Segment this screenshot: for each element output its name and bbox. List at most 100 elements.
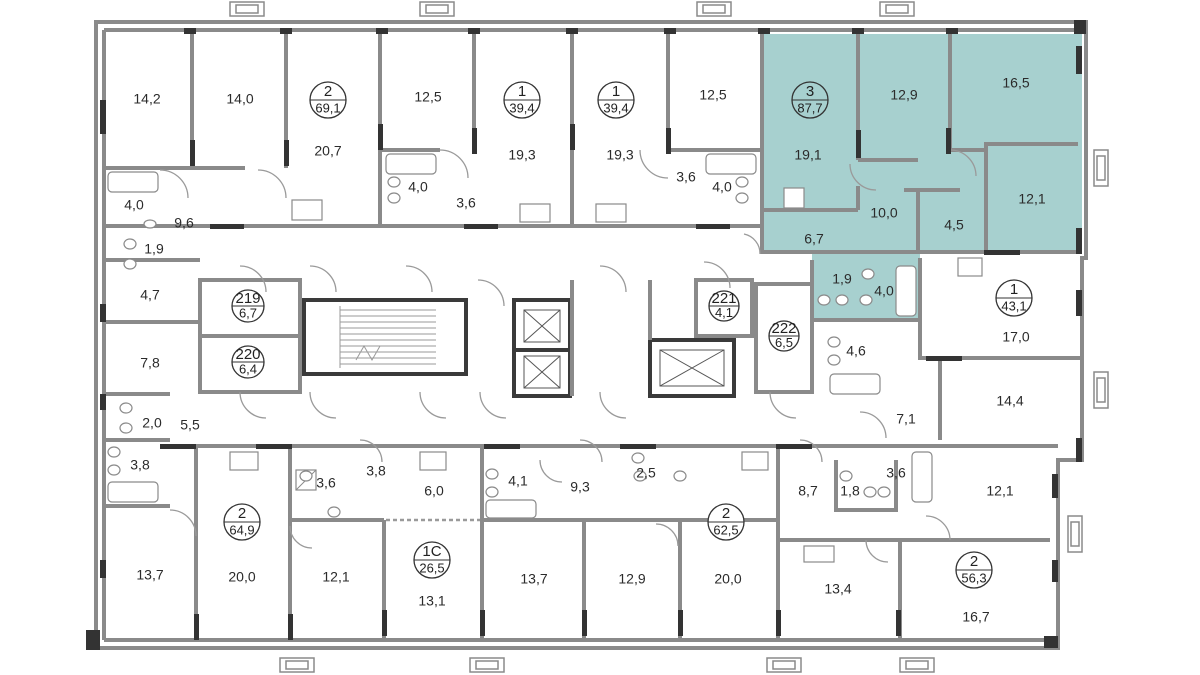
room-area-label: 12,5 <box>414 89 441 105</box>
room-area-label: 12,9 <box>890 87 917 103</box>
room-area-label: 13,1 <box>418 593 445 609</box>
door <box>419 391 447 419</box>
window <box>1096 155 1106 181</box>
door <box>769 391 797 419</box>
room-area-label: 19,3 <box>508 147 535 163</box>
apartment-marker[interactable]: 264,9 <box>223 503 261 541</box>
door <box>359 439 383 463</box>
door <box>799 439 823 463</box>
highlight-region <box>762 34 1082 320</box>
apartment-marker[interactable]: 262,5 <box>707 503 745 541</box>
elevator-shaft-3 <box>648 338 736 398</box>
toilet <box>735 192 749 204</box>
toilet <box>485 486 499 498</box>
wall-posts <box>86 20 1086 650</box>
toilet <box>299 470 313 482</box>
bathtub <box>895 265 917 317</box>
room-area-label: 4,0 <box>874 283 894 299</box>
apartment-rooms: 221 <box>711 290 736 307</box>
apartment-area: 6,4 <box>239 361 257 376</box>
apartment-rooms: 2 <box>970 553 978 570</box>
window <box>235 4 259 14</box>
apartment-marker[interactable]: 387,7 <box>791 81 829 119</box>
room-area-label: 4,1 <box>508 473 528 489</box>
apartment-rooms: 1 <box>518 83 526 100</box>
room-area-label: 9,6 <box>174 215 194 231</box>
room-area-label: 3,6 <box>456 195 476 211</box>
kitchen-sink <box>741 451 769 471</box>
toilet <box>123 258 137 270</box>
window <box>1096 377 1106 403</box>
window <box>425 4 449 14</box>
kitchen-sink <box>783 187 805 209</box>
fixtures <box>107 153 983 563</box>
room-area-label: 20,7 <box>314 143 341 159</box>
toilet <box>119 422 133 434</box>
bathtub <box>107 481 159 503</box>
room-area-label: 20,0 <box>714 571 741 587</box>
apartment-rooms: 1 <box>612 83 620 100</box>
door <box>477 279 505 307</box>
room-area-label: 3,6 <box>886 465 906 481</box>
door <box>849 163 877 191</box>
room-area-label: 4,7 <box>140 287 160 303</box>
room-area-label: 8,7 <box>798 483 818 499</box>
door <box>865 539 889 563</box>
kitchen-sink <box>957 257 983 277</box>
room-area-label: 12,9 <box>618 571 645 587</box>
storage-219-220-walls <box>198 278 302 394</box>
room-area-label: 4,0 <box>124 197 144 213</box>
room-area-label: 4,5 <box>944 217 964 233</box>
toilet <box>387 192 401 204</box>
window <box>475 660 499 670</box>
door <box>599 265 627 293</box>
toilet <box>119 402 133 414</box>
kitchen-sink <box>595 203 627 223</box>
apartment-marker[interactable]: 139,4 <box>597 81 635 119</box>
bathtub <box>385 153 437 175</box>
core <box>302 280 736 398</box>
apartment-area: 56,3 <box>961 570 986 585</box>
stair-steps <box>339 306 436 368</box>
kitchen-sink <box>229 451 259 471</box>
window <box>285 660 309 670</box>
toilet <box>485 468 499 480</box>
room-area-label: 12,1 <box>1018 191 1045 207</box>
bathtub <box>829 373 881 395</box>
room-area-label: 13,7 <box>520 571 547 587</box>
window <box>905 660 929 670</box>
apartment-marker[interactable]: 256,3 <box>955 551 993 589</box>
door <box>439 149 469 179</box>
toilet <box>387 176 401 188</box>
apartment-marker[interactable]: 269,1 <box>309 81 347 119</box>
apartment-area: 6,7 <box>239 305 257 320</box>
apartment-marker[interactable]: 143,1 <box>995 279 1033 317</box>
apartment-area: 64,9 <box>229 522 254 537</box>
door <box>309 265 337 293</box>
apartment-markers: 269,1139,4139,4387,7143,1264,91С26,5262,… <box>223 81 1033 589</box>
apartment-rooms: 2 <box>722 505 730 522</box>
apartment-rooms: 1 <box>1010 281 1018 298</box>
toilet <box>827 336 841 348</box>
bathtub <box>107 171 159 193</box>
door <box>289 525 313 549</box>
room-area-label: 10,0 <box>870 205 897 221</box>
window <box>772 660 796 670</box>
toilet <box>107 446 121 458</box>
toilet <box>817 294 831 306</box>
kitchen-sink <box>803 545 835 563</box>
kitchen-sink <box>419 451 447 471</box>
apartment-area: 87,7 <box>797 100 822 115</box>
apartment-rooms: 3 <box>806 83 814 100</box>
toilet <box>107 464 121 476</box>
room-area-label: 12,5 <box>699 87 726 103</box>
door <box>579 439 603 463</box>
apartment-rooms: 1С <box>422 543 441 560</box>
apartment-marker[interactable]: 139,4 <box>503 81 541 119</box>
